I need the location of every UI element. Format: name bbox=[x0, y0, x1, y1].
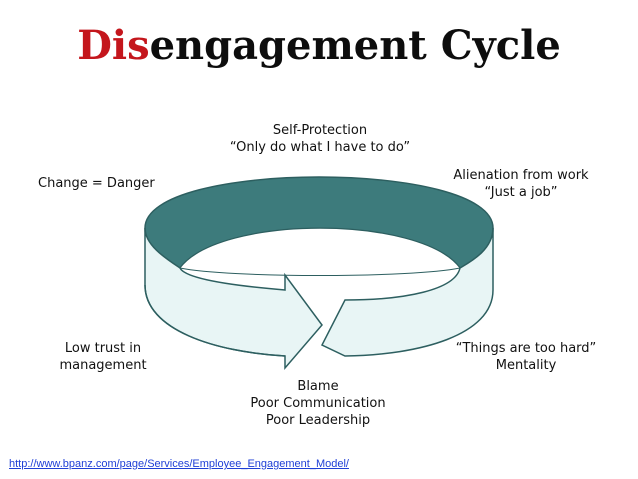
label-blame-line3: Poor Leadership bbox=[265, 413, 371, 428]
label-blame-line1: Blame bbox=[297, 379, 339, 394]
label-alienation-line1: Alienation from work bbox=[453, 168, 589, 183]
label-change-danger: Change = Danger bbox=[38, 175, 155, 192]
label-blame-line2: Poor Communication bbox=[250, 396, 386, 411]
label-too-hard: “Things are too hard” Mentality bbox=[436, 340, 616, 374]
label-alienation: Alienation from work “Just a job” bbox=[436, 167, 606, 201]
label-self-protection: Self-Protection “Only do what I have to … bbox=[200, 122, 440, 156]
label-too-hard-line2: Mentality bbox=[495, 358, 557, 373]
label-change-danger-text: Change = Danger bbox=[38, 176, 155, 191]
label-too-hard-line1: “Things are too hard” bbox=[455, 341, 597, 356]
label-low-trust-line2: management bbox=[59, 358, 147, 373]
title-rest: engagement Cycle bbox=[149, 22, 561, 69]
label-blame: Blame Poor Communication Poor Leadership bbox=[218, 378, 418, 429]
page-title: Disengagement Cycle bbox=[0, 18, 638, 74]
label-alienation-line2: “Just a job” bbox=[484, 185, 558, 200]
title-accent: Dis bbox=[77, 22, 150, 69]
source-link[interactable]: http://www.bpanz.com/page/Services/Emplo… bbox=[9, 458, 349, 470]
label-self-protection-line2: “Only do what I have to do” bbox=[229, 140, 411, 155]
ring-front-band-right bbox=[320, 227, 494, 357]
label-low-trust-line1: Low trust in bbox=[64, 341, 142, 356]
label-self-protection-line1: Self-Protection bbox=[272, 123, 368, 138]
label-low-trust: Low trust in management bbox=[44, 340, 162, 374]
ring-bottom-edge bbox=[144, 284, 286, 357]
